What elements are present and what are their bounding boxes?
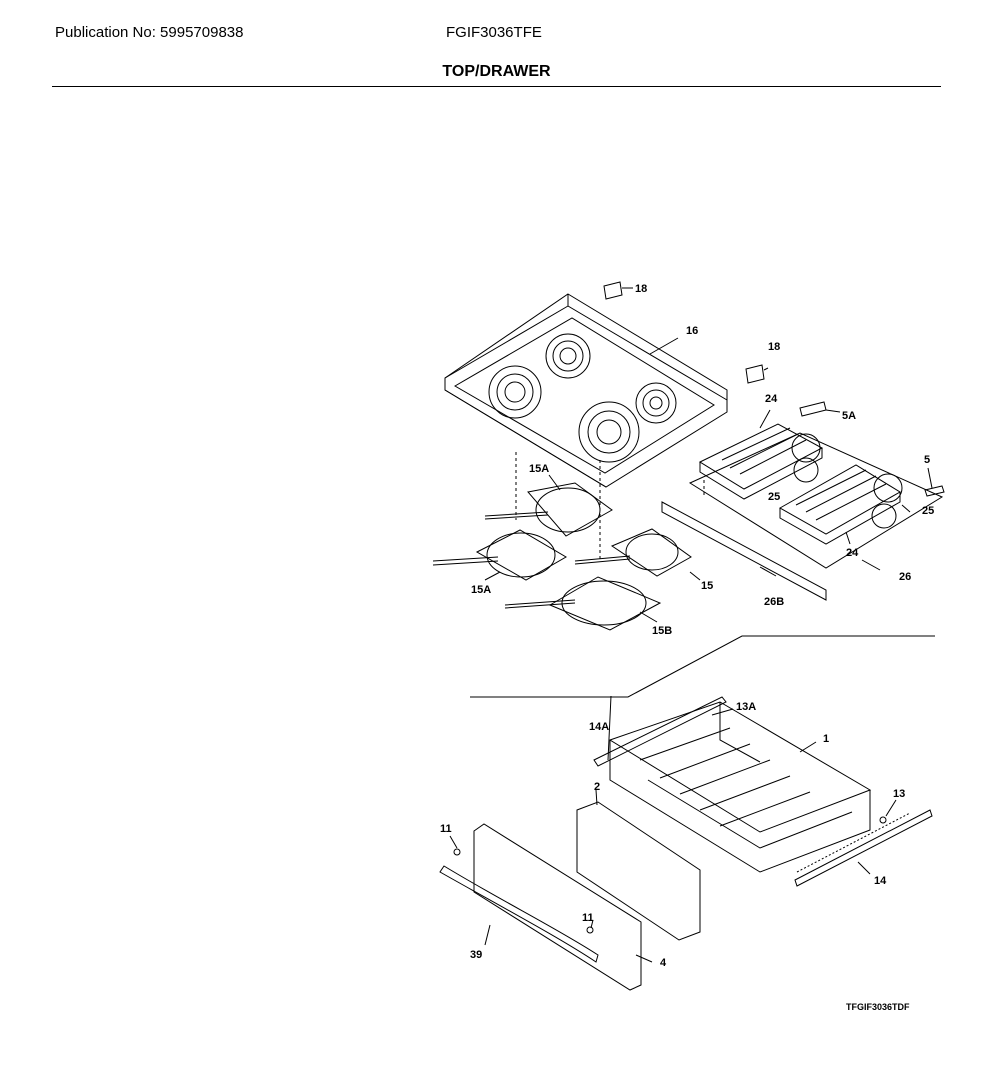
screw-13 — [879, 816, 887, 824]
control-board-upper — [698, 423, 824, 500]
element-15a-upper — [484, 482, 613, 537]
callout-5a: 5A — [842, 410, 856, 422]
callout-25-right: 25 — [922, 505, 934, 517]
callout-18-top: 18 — [635, 283, 647, 295]
callout-13a: 13A — [736, 701, 756, 713]
section-divider — [470, 635, 935, 698]
element-15 — [574, 528, 692, 577]
callout-4: 4 — [660, 957, 667, 969]
callout-15b: 15B — [652, 625, 672, 637]
callout-13: 13 — [893, 788, 905, 800]
callout-25-left: 25 — [768, 491, 780, 503]
cooktop — [444, 293, 728, 488]
support-plate — [688, 432, 944, 569]
callout-11-right: 11 — [582, 912, 594, 924]
callout-15a-lower: 15A — [471, 584, 491, 596]
bracket-26b — [661, 501, 827, 601]
model-number: FGIF3036TFE — [446, 24, 542, 41]
callout-26b: 26B — [764, 596, 784, 608]
screw-11-right — [586, 926, 594, 934]
diagram-code: TFGIF3036TDF — [846, 1002, 910, 1012]
part-5 — [924, 485, 945, 497]
screw-11-left — [453, 848, 461, 856]
callout-14a: 14A — [589, 721, 609, 733]
element-15b — [504, 576, 662, 631]
callout-5: 5 — [924, 454, 930, 466]
callout-14: 14 — [874, 875, 887, 887]
callout-18-side: 18 — [768, 341, 780, 353]
drawer-handle — [439, 865, 599, 963]
slide-14a — [593, 696, 727, 767]
callout-26: 26 — [899, 571, 911, 583]
header-rule — [52, 86, 941, 87]
callout-2: 2 — [594, 781, 600, 793]
callout-24-lower: 24 — [846, 547, 859, 559]
clip-top — [603, 281, 623, 300]
element-15a-lower — [432, 529, 567, 581]
drawer-back-panel — [576, 801, 701, 941]
callout-15: 15 — [701, 580, 713, 592]
control-board-lower — [778, 464, 903, 545]
section-title: TOP/DRAWER — [442, 63, 551, 80]
slide-14 — [794, 809, 933, 887]
clip-side — [745, 364, 765, 384]
callout-16: 16 — [686, 325, 698, 337]
drawer-front-panel — [473, 823, 642, 991]
callout-11-left: 11 — [440, 823, 452, 835]
callout-15a-upper: 15A — [529, 463, 549, 475]
callout-1: 1 — [823, 733, 829, 745]
publication-number: Publication No: 5995709838 — [55, 24, 244, 41]
part-5a — [799, 401, 827, 417]
callout-24-upper: 24 — [765, 393, 778, 405]
drawer-box — [608, 701, 872, 873]
callout-39: 39 — [470, 949, 482, 961]
